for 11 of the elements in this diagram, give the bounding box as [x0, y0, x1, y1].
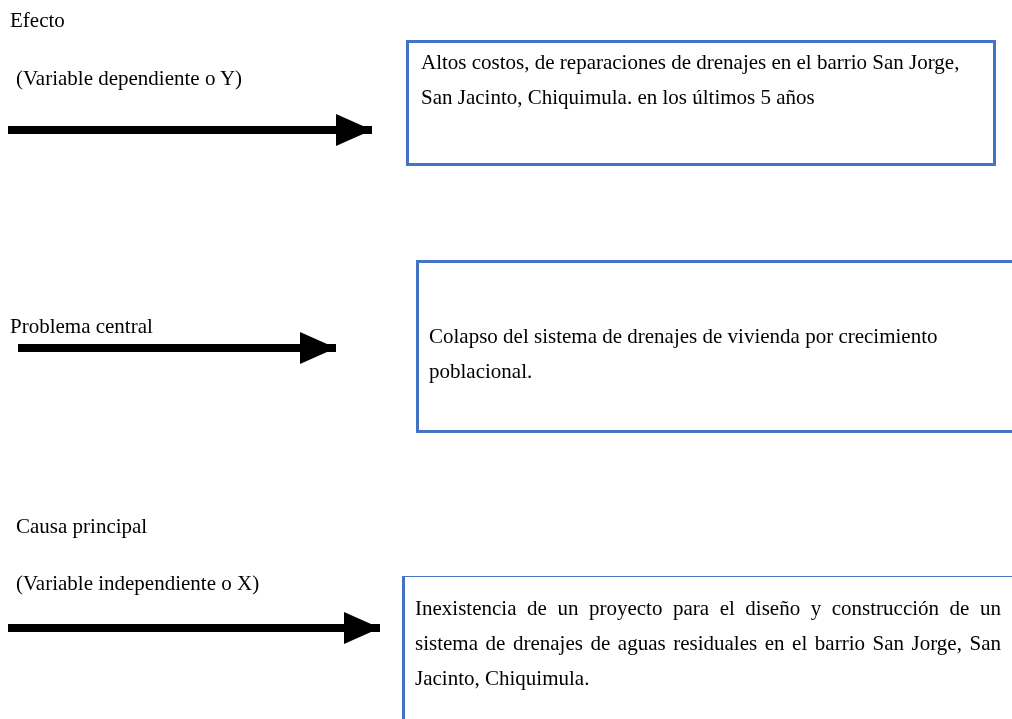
side-label: Efecto [10, 8, 65, 32]
box-text: Colapso del sistema de drenajes de vivienda por crecimiento poblacional. [429, 323, 939, 385]
side-label: (Variable dependiente o Y) [16, 66, 243, 90]
text-box [402, 576, 1012, 719]
side-label: Causa principal [16, 514, 148, 538]
text-box [416, 260, 1012, 433]
box-text: Altos costos, de reparaciones de drenajes en el barrio San Jorge, San Jacinto, Chiquimula. en los últimos 5 años [421, 49, 961, 111]
side-label: Problema central [10, 314, 153, 338]
text-box [406, 40, 996, 166]
side-label: (Variable independiente o X) [16, 571, 260, 595]
box-text: Inexistencia de un proyecto para el diseño y construcción de un sistema de drenajes de aguas residuales en el barrio San Jorge, San Jacinto, Chiquimula. [415, 595, 1001, 692]
